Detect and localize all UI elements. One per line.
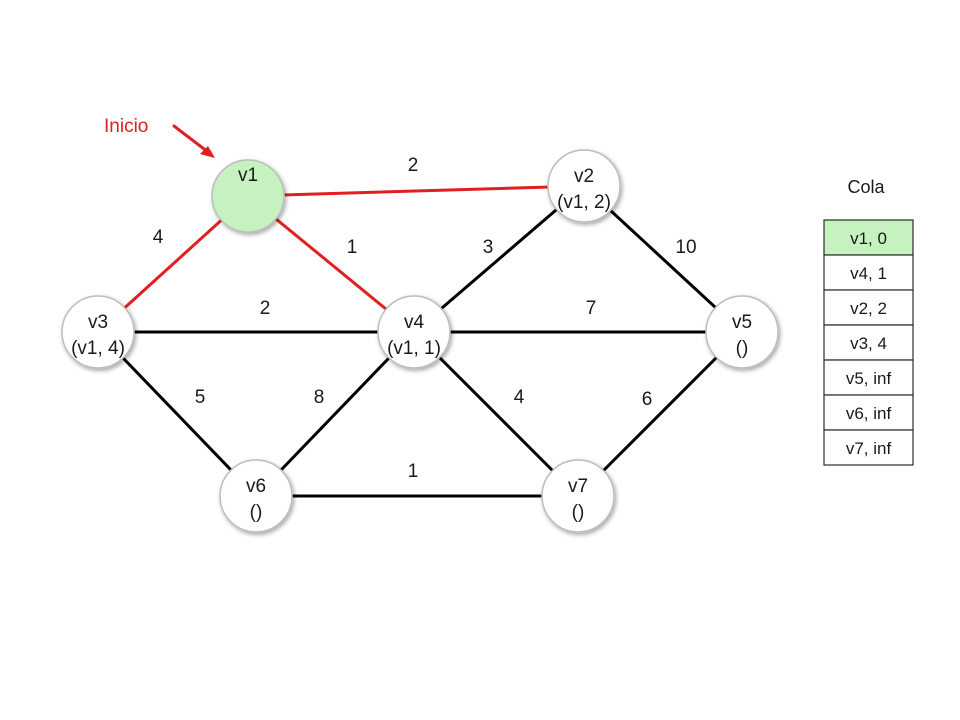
queue-panel: Cola v1, 0 v4, 1 v2, 2 v3, 4 v5, inf v6, inf v… <box>823 177 914 466</box>
edge-v3-v6 <box>96 330 258 498</box>
queue-item-label: v6, inf <box>846 404 892 423</box>
node-v7: v7 () <box>541 459 615 533</box>
node-circle-v3 <box>61 295 135 369</box>
queue-item-box <box>823 324 914 361</box>
edge-weight-v4-v5: 7 <box>586 298 597 319</box>
edge-weight-v4-v6: 8 <box>314 387 325 408</box>
edge-weight-v4-v7: 4 <box>514 387 525 408</box>
node-v4: v4 (v1, 1) <box>377 295 451 369</box>
edge-weight-v2-v5: 10 <box>675 237 696 258</box>
queue-item: v2, 2 <box>823 289 914 326</box>
node-circle-v4 <box>377 295 451 369</box>
node-label-v1: v1 <box>238 165 258 186</box>
edge-v5-v7 <box>576 330 744 498</box>
edge-weight-v6-v7: 1 <box>408 461 419 482</box>
edge-weight-v1-v3: 4 <box>153 227 164 248</box>
node-label-v7: v7 <box>568 476 588 497</box>
edge-v2-v4 <box>412 184 586 334</box>
node-label-v6: v6 <box>246 476 266 497</box>
node-circle-v1 <box>211 159 285 233</box>
start-indicator: Inicio <box>104 116 215 158</box>
edge-v4-v6 <box>254 330 416 498</box>
edge-v4-v7 <box>412 330 580 498</box>
node-v1: v1 <box>211 159 285 233</box>
queue-item: v7, inf <box>823 429 914 466</box>
node-state-v5: () <box>736 338 749 359</box>
edge-weight-v3-v6: 5 <box>195 387 206 408</box>
node-v2: v2 (v1, 2) <box>547 149 621 223</box>
start-label: Inicio <box>104 116 148 137</box>
node-circle-v6 <box>219 459 293 533</box>
node-state-v6: () <box>250 502 263 523</box>
edge-weight-v1-v2: 2 <box>408 155 419 176</box>
queue-item-box <box>823 429 914 466</box>
queue-item: v6, inf <box>823 394 914 431</box>
node-v6: v6 () <box>219 459 293 533</box>
edge-v1-v2 <box>246 184 586 198</box>
queue-title: Cola <box>847 177 885 197</box>
node-circle-v7 <box>541 459 615 533</box>
node-label-v5: v5 <box>732 312 752 333</box>
node-v3: v3 (v1, 4) <box>61 295 135 369</box>
queue-item-label: v2, 2 <box>850 299 887 318</box>
node-label-v3: v3 <box>88 312 108 333</box>
queue-item-box <box>823 394 914 431</box>
node-state-v7: () <box>572 502 585 523</box>
edge-weight-v3-v4: 2 <box>260 298 271 319</box>
queue-item-label: v7, inf <box>846 439 892 458</box>
queue-item-label: v3, 4 <box>850 334 887 353</box>
edge-weight-v1-v4: 1 <box>347 237 358 258</box>
queue-item-label: v4, 1 <box>850 264 887 283</box>
edge-weight-v5-v7: 6 <box>642 389 653 410</box>
queue-item-box <box>823 254 914 291</box>
node-circle-v5 <box>705 295 779 369</box>
node-state-v2: (v1, 2) <box>557 192 611 213</box>
node-label-v4: v4 <box>404 312 425 333</box>
edge-weight-v2-v4: 3 <box>483 237 494 258</box>
queue-item-box <box>823 359 914 396</box>
queue-item: v4, 1 <box>823 254 914 291</box>
node-label-v2: v2 <box>574 166 594 187</box>
start-arrow-head <box>200 146 215 158</box>
weights-layer: 2 4 1 3 10 2 7 5 8 4 6 1 <box>153 155 697 482</box>
queue-item: v5, inf <box>823 359 914 396</box>
node-state-v4: (v1, 1) <box>387 338 441 359</box>
queue-item: v3, 4 <box>823 324 914 361</box>
nodes-layer: v1 v2 (v1, 2) v3 (v1, 4) v4 (v1, 1) v5 () v6 () v7 (… <box>61 149 779 533</box>
queue-item-label: v1, 0 <box>850 229 887 248</box>
node-state-v3: (v1, 4) <box>71 338 125 359</box>
queue-item-label: v5, inf <box>846 369 892 388</box>
node-v5: v5 () <box>705 295 779 369</box>
queue-item-box <box>823 219 914 256</box>
queue-item: v1, 0 <box>823 219 914 256</box>
start-arrow-shaft <box>172 124 210 154</box>
node-circle-v2 <box>547 149 621 223</box>
